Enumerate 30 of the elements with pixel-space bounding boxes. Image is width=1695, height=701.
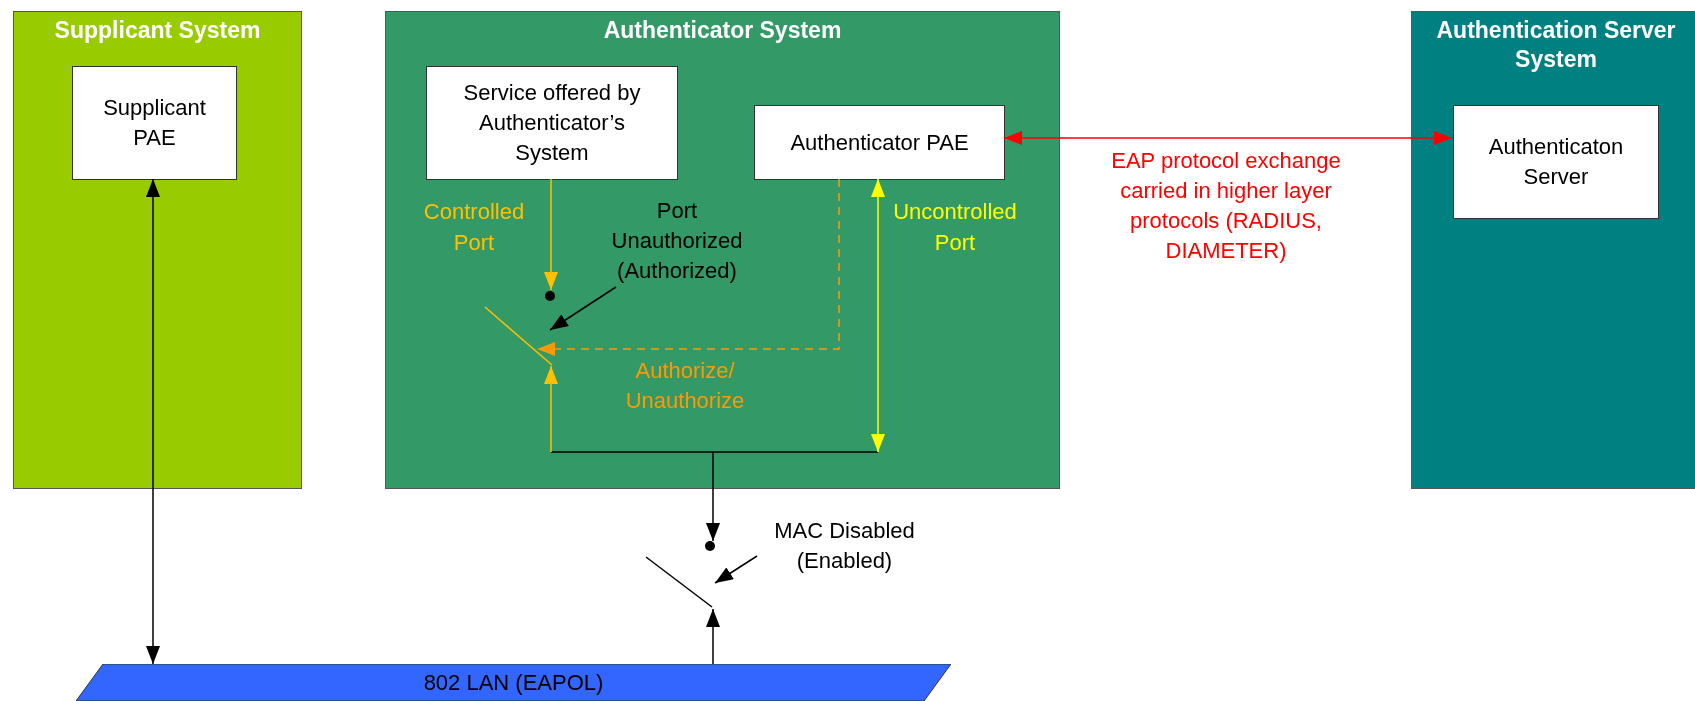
process-box: Authenticaton Server <box>1453 105 1659 219</box>
switch-symbol <box>485 291 557 367</box>
callout-text: MAC Disabled (Enabled) <box>757 516 932 576</box>
edge-label: EAP protocol exchange carried in higher layer protocols (RADIUS, DIAMETER) <box>1110 147 1342 265</box>
arrow <box>1003 131 1453 145</box>
port-label: Controlled Port <box>422 198 526 257</box>
edge-label: Authorize/ Unauthorize <box>624 357 746 415</box>
process-box: Service offered by Authenticator’s System <box>426 66 678 180</box>
panel-title: Supplicant System <box>53 16 262 45</box>
arrow <box>706 451 720 542</box>
panel-title: Authenticator System <box>602 16 843 45</box>
arrow <box>544 365 558 453</box>
port-label: Uncontrolled Port <box>892 198 1018 257</box>
lan-bar <box>76 664 951 701</box>
arrow <box>544 178 558 291</box>
leader-line <box>714 555 758 584</box>
process-box: Authenticator PAE <box>754 105 1005 180</box>
system-panel <box>385 11 1060 489</box>
switch-symbol <box>646 541 717 609</box>
system-panel <box>13 11 302 489</box>
panel-title: Authentication Server System <box>1435 16 1677 74</box>
callout-text: Port Unauthorized (Authorized) <box>596 194 758 288</box>
arrow <box>146 178 160 665</box>
arrow <box>871 178 885 453</box>
arrow <box>536 178 840 356</box>
arrow <box>706 608 720 665</box>
leader-line <box>549 286 617 331</box>
system-panel <box>1411 11 1695 489</box>
process-box: Supplicant PAE <box>72 66 237 180</box>
lan-label: 802 LAN (EAPOL) <box>423 669 604 697</box>
